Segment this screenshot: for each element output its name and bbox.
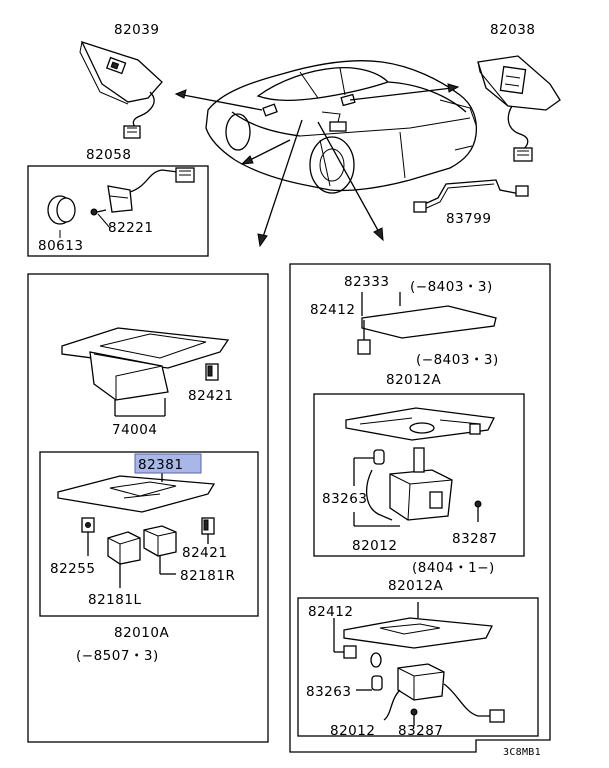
highlight-82381: [134, 453, 202, 474]
bulb-83263-upper: [353, 449, 385, 486]
label-82412-lower: 82412: [308, 604, 353, 620]
callout-arrows: [174, 83, 460, 248]
label-82039: 82039: [114, 22, 159, 38]
switch-82012-upper: [353, 447, 453, 527]
label-82010A: 82010A: [114, 625, 169, 641]
label-82421-lower: 82421: [182, 545, 227, 561]
label-82012-upper: 82012: [352, 538, 397, 554]
label-range-lower: (8404・1−): [412, 560, 495, 576]
label-82221: 82221: [108, 220, 153, 236]
label-82333: 82333: [344, 274, 389, 290]
clip-82255: [81, 517, 95, 556]
label-82038: 82038: [490, 22, 535, 38]
label-82012A-upper: 82012A: [386, 372, 441, 388]
label-74004: 74004: [112, 422, 157, 438]
label-82421-upper: 82421: [188, 388, 233, 404]
clip-82421-lower: [201, 517, 215, 544]
box-82058: [27, 165, 209, 257]
switch-82181R: [143, 525, 177, 575]
label-82181L: 82181L: [88, 592, 141, 608]
right-panel-outline: [289, 263, 551, 753]
label-83287-lower: 83287: [398, 723, 443, 739]
right-inner-box-upper: [313, 393, 525, 557]
label-82058: 82058: [86, 147, 131, 163]
label-82255: 82255: [50, 561, 95, 577]
diagram-code: 3C8MB1: [503, 747, 541, 758]
wire-83799: [413, 179, 529, 213]
switch-82012-lower: [383, 663, 505, 723]
clip-82412-lower: [333, 618, 357, 659]
bezel-82012A-upper: [345, 407, 495, 441]
label-range-left: (−8507・3): [76, 648, 159, 664]
clip-82421-upper: [205, 363, 219, 381]
cover-82333: [361, 292, 497, 339]
label-range-upper: (−8403・3): [416, 352, 499, 368]
label-83287-upper: 83287: [452, 531, 497, 547]
tray-74004: [61, 327, 230, 417]
left-panel-outline: [27, 273, 269, 743]
label-82012-lower: 82012: [330, 723, 375, 739]
clip-82412-upper: [357, 320, 371, 355]
label-82412-upper: 82412: [310, 302, 355, 318]
screw-83287-upper: [474, 500, 482, 522]
left-inner-box: [39, 451, 259, 617]
car-illustration: [205, 60, 478, 194]
label-83263-lower: 83263: [306, 684, 351, 700]
label-range-82333: (−8403・3): [410, 279, 493, 295]
label-83799: 83799: [446, 211, 491, 227]
switch-panel-82038: [477, 55, 561, 162]
label-82381: 82381: [138, 457, 183, 473]
screw-83287-lower: [410, 708, 418, 726]
label-80613: 80613: [38, 238, 83, 254]
right-inner-box-lower: [297, 597, 539, 737]
switch-82181L: [107, 531, 141, 588]
bulb-83263-lower: [356, 652, 383, 691]
label-82012A-lower: 82012A: [388, 578, 443, 594]
bezel-82012A-lower: [343, 602, 494, 649]
label-82181R: 82181R: [180, 568, 235, 584]
plate-82381: [57, 472, 216, 513]
switch-panel-82039: [79, 40, 163, 139]
label-83263-upper: 83263: [322, 491, 367, 507]
